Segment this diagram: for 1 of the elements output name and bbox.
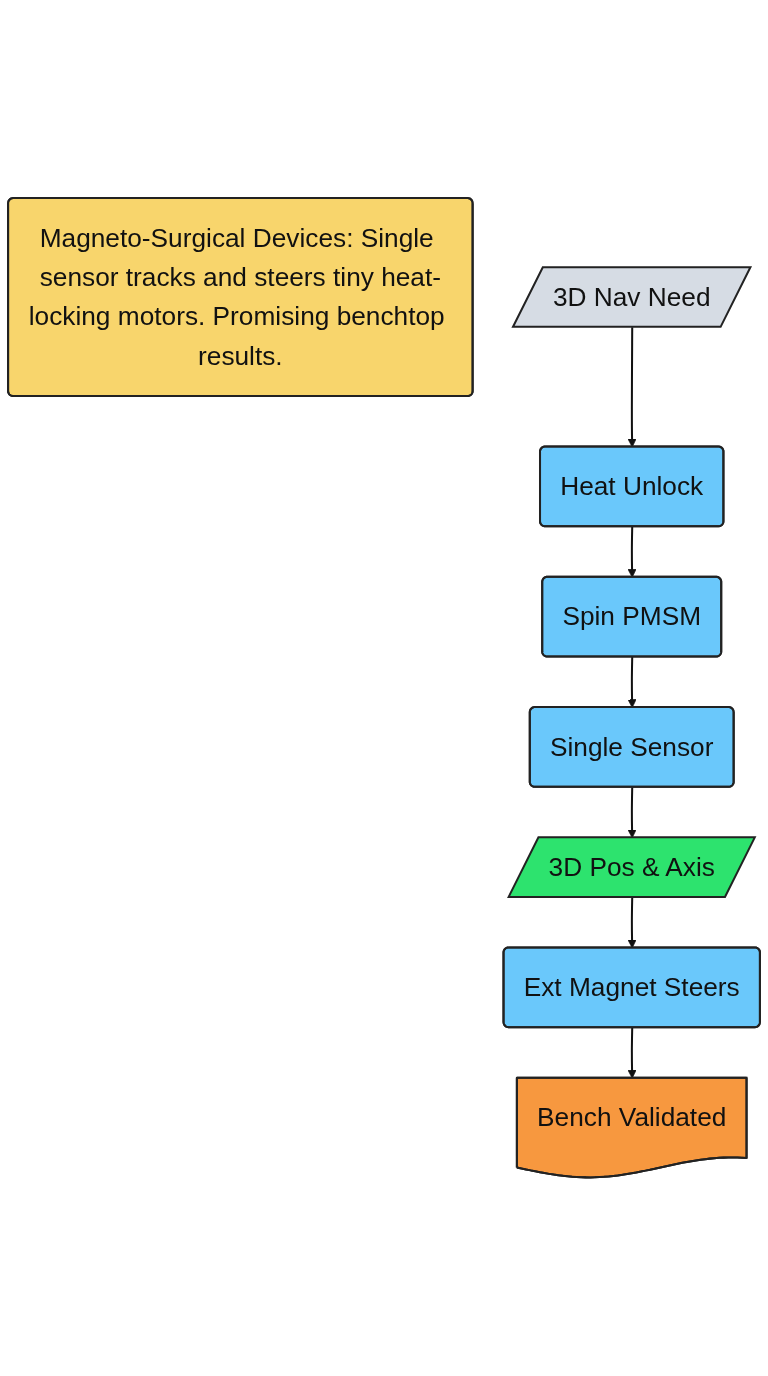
arrow [627, 527, 637, 578]
